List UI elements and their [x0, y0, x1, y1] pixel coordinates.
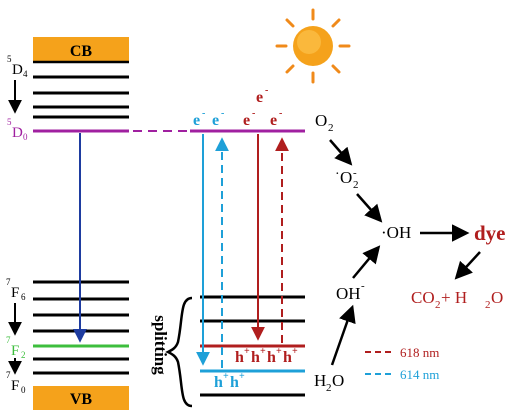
conduction-band [33, 37, 129, 62]
oh-minus-to-oh-arrow [352, 245, 381, 279]
svg-text:7: 7 [6, 335, 11, 345]
svg-text:h: h [267, 349, 276, 366]
label-7f0: 7 F 0 [6, 370, 26, 395]
svg-text:0: 0 [21, 385, 26, 395]
water-species: H 2 O [314, 371, 344, 394]
legend-618: 618 nm [365, 345, 439, 360]
svg-text:OH: OH [336, 284, 361, 303]
holes-red: h + h + h + h + [235, 346, 298, 366]
svg-text:+: + [239, 371, 245, 382]
label-7f6: 7 F 6 [6, 277, 26, 302]
svg-text:7: 7 [6, 277, 11, 287]
dye-label: dye [474, 221, 506, 245]
svg-text:-: - [252, 108, 255, 119]
svg-text:5: 5 [7, 117, 12, 127]
svg-text:+: + [223, 371, 229, 382]
svg-text:-: - [202, 108, 205, 119]
water-to-oh-minus-arrow [330, 304, 356, 366]
svg-text:e: e [212, 112, 219, 129]
svg-text:2: 2 [326, 382, 332, 394]
svg-text:+ H: + H [441, 288, 467, 307]
svg-text:e: e [256, 89, 263, 106]
svg-text:D: D [12, 125, 23, 141]
label-7f2: 7 F 2 [6, 335, 26, 360]
svg-text:2: 2 [328, 122, 334, 134]
svg-text:-: - [221, 108, 224, 119]
svg-text:F: F [11, 285, 19, 301]
svg-text:·: · [335, 167, 340, 182]
svg-text:+: + [260, 346, 266, 357]
label-5d4: 5 D 4 [7, 54, 28, 79]
holes-blue: h + h + [214, 371, 245, 391]
svg-text:+: + [292, 346, 298, 357]
svg-text:-: - [353, 167, 357, 179]
svg-text:2: 2 [435, 299, 441, 311]
hydroxide-species: OH - [336, 280, 365, 303]
splitting-brace [165, 296, 193, 408]
svg-text:7: 7 [6, 370, 11, 380]
svg-text:h: h [214, 374, 223, 391]
svg-text:h: h [230, 374, 239, 391]
svg-text:618 nm: 618 nm [400, 345, 439, 360]
products-species: CO 2 + H 2 O [411, 288, 503, 311]
superoxide-species: · O 2 - [335, 167, 359, 191]
dye-to-products-arrow [454, 251, 481, 280]
electrons-red: e - e - e - [243, 85, 282, 129]
svg-text:2: 2 [21, 350, 26, 360]
svg-text:O: O [332, 371, 344, 390]
svg-text:e: e [270, 112, 277, 129]
o2-to-superoxide-arrow [329, 139, 353, 166]
electrons-blue: e - e - [193, 108, 224, 129]
svg-text:h: h [235, 349, 244, 366]
svg-text:+: + [244, 346, 250, 357]
svg-text:CO: CO [411, 288, 435, 307]
svg-text:+: + [276, 346, 282, 357]
svg-text:D: D [12, 62, 23, 78]
cb-label: CB [70, 43, 93, 60]
splitting-label: splitting [151, 315, 170, 375]
sun-icon [275, 8, 351, 84]
svg-text:-: - [361, 280, 365, 292]
svg-text:614 nm: 614 nm [400, 367, 439, 382]
svg-text:6: 6 [21, 292, 26, 302]
svg-text:0: 0 [23, 132, 28, 142]
vb-label: VB [70, 391, 93, 408]
svg-text:-: - [265, 85, 268, 96]
svg-text:4: 4 [23, 69, 28, 79]
svg-text:O: O [315, 111, 327, 130]
svg-text:F: F [11, 378, 19, 394]
svg-text:e: e [243, 112, 250, 129]
middle-lower-levels [200, 295, 305, 397]
legend-614: 614 nm [365, 367, 439, 382]
superoxide-to-oh-arrow [356, 193, 383, 223]
svg-text:F: F [11, 343, 19, 359]
svg-text:2: 2 [353, 179, 359, 191]
hydroxyl-radical: ·OH [381, 223, 411, 242]
svg-text:h: h [251, 349, 260, 366]
valence-band [33, 386, 129, 410]
label-5d0: 5 D 0 [7, 117, 28, 142]
d4-levels [33, 75, 129, 119]
svg-text:H: H [314, 371, 326, 390]
svg-text:-: - [279, 108, 282, 119]
svg-text:e: e [193, 112, 200, 129]
svg-text:O: O [491, 288, 503, 307]
o2-species: O 2 [315, 111, 334, 134]
svg-text:O: O [340, 168, 352, 187]
svg-text:h: h [283, 349, 292, 366]
svg-text:5: 5 [7, 54, 12, 64]
svg-text:2: 2 [485, 299, 491, 311]
